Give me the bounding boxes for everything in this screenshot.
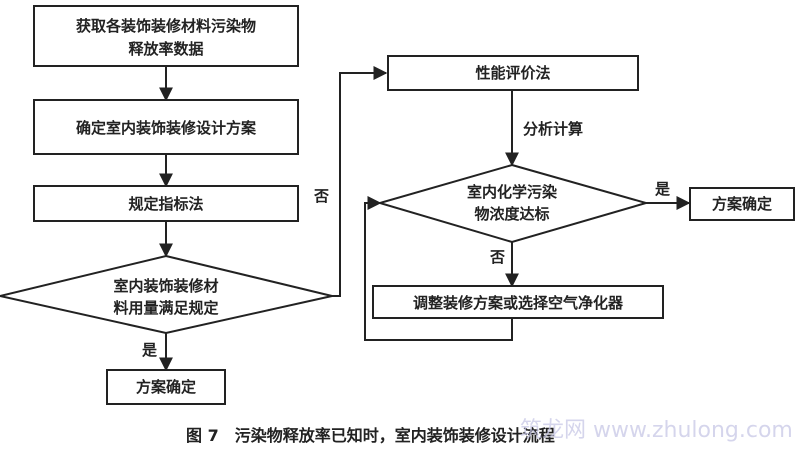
- node-concentration-check: [376, 163, 650, 244]
- node-adjust-plan-label: 调整装修方案或选择空气净化器: [413, 294, 624, 312]
- edge-check-no-to-performance: [332, 66, 388, 297]
- node-plan-confirm-left: [106, 369, 226, 405]
- edge-label-yes-left: 是: [141, 341, 158, 359]
- node-performance-method-label: 性能评价法: [475, 64, 550, 82]
- edge-adjust-loop-back: [364, 196, 513, 341]
- node-material-check-line2: 料用量满足规定: [113, 299, 218, 317]
- edge-label-analysis: 分析计算: [523, 120, 583, 138]
- node-plan-confirm-left-label: 方案确定: [136, 378, 196, 396]
- edge-label-no-right: 否: [489, 248, 505, 266]
- node-performance-method: [387, 55, 639, 91]
- edge-label-no-left: 否: [313, 187, 329, 205]
- node-plan-confirm-right: [689, 187, 795, 221]
- node-index-method: [33, 185, 299, 222]
- node-adjust-plan: [372, 285, 664, 319]
- node-concentration-check-line2: 物浓度达标: [474, 205, 549, 223]
- node-concentration-check-line1: 室内化学污染: [467, 183, 558, 201]
- node-determine-plan-label: 确定室内装饰装修设计方案: [76, 119, 257, 137]
- node-plan-confirm-right-label: 方案确定: [712, 195, 772, 213]
- node-obtain-data-line2: 释放率数据: [128, 40, 203, 58]
- node-material-check: [0, 254, 333, 335]
- node-determine-plan: [33, 99, 299, 155]
- node-obtain-data-line1: 获取各装饰装修材料污染物: [76, 17, 256, 35]
- edge-label-yes-right: 是: [654, 180, 671, 198]
- node-obtain-data: [33, 5, 299, 67]
- node-material-check-line1: 室内装饰装修材: [113, 277, 218, 295]
- node-index-method-label: 规定指标法: [128, 195, 203, 213]
- watermark: 筑龙网 www.zhulong.com: [520, 418, 793, 443]
- figure-caption: 图 7 污染物释放率已知时，室内装饰装修设计流程: [186, 426, 555, 445]
